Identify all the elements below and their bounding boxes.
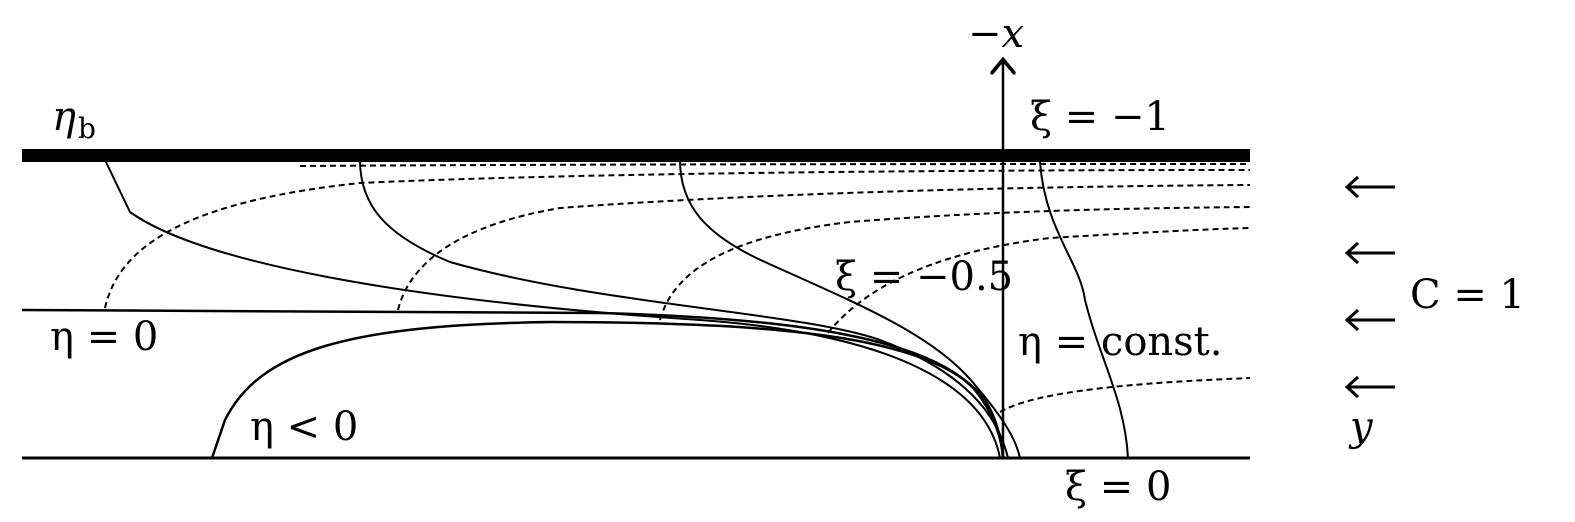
streamline-2	[359, 159, 1009, 459]
eta-b-label: η	[52, 94, 76, 140]
xi-zero-label: ξ = 0	[1065, 464, 1171, 510]
eta-zero-label: η = 0	[50, 314, 158, 360]
axis-y-label: y	[1348, 404, 1374, 450]
streamline-3	[679, 159, 1021, 459]
axis-x-label: −x	[968, 11, 1024, 57]
flow-arrows	[1344, 175, 1395, 399]
eta-const-curve-3	[659, 206, 1251, 321]
left-arrow-icon	[1344, 175, 1395, 199]
xi-minus-0-5-label: ξ = −0.5	[835, 254, 1013, 300]
eta-const-curve-2	[397, 184, 1251, 311]
eta-const-curve-0	[299, 163, 1251, 167]
eta-const-curve-1	[104, 169, 1251, 309]
eta-negative-boundary	[210, 320, 1005, 459]
streamline-4	[1039, 161, 1129, 459]
xi-minus-1-label: ξ = −1	[1030, 94, 1170, 140]
c-value-label: C = 1	[1410, 272, 1525, 318]
streamline-1	[104, 159, 1001, 459]
left-arrow-icon	[1344, 308, 1395, 332]
top-boundary-eta-b	[22, 149, 1250, 162]
eta-b-subscript: b	[78, 112, 96, 145]
left-arrow-icon	[1344, 375, 1395, 399]
left-arrow-icon	[1344, 241, 1395, 265]
eta-const-curve-4	[827, 227, 1251, 334]
eta-const-label: η = const.	[1018, 319, 1222, 365]
eta-const-curve-5	[999, 377, 1251, 413]
eta-negative-label: η < 0	[250, 404, 358, 450]
